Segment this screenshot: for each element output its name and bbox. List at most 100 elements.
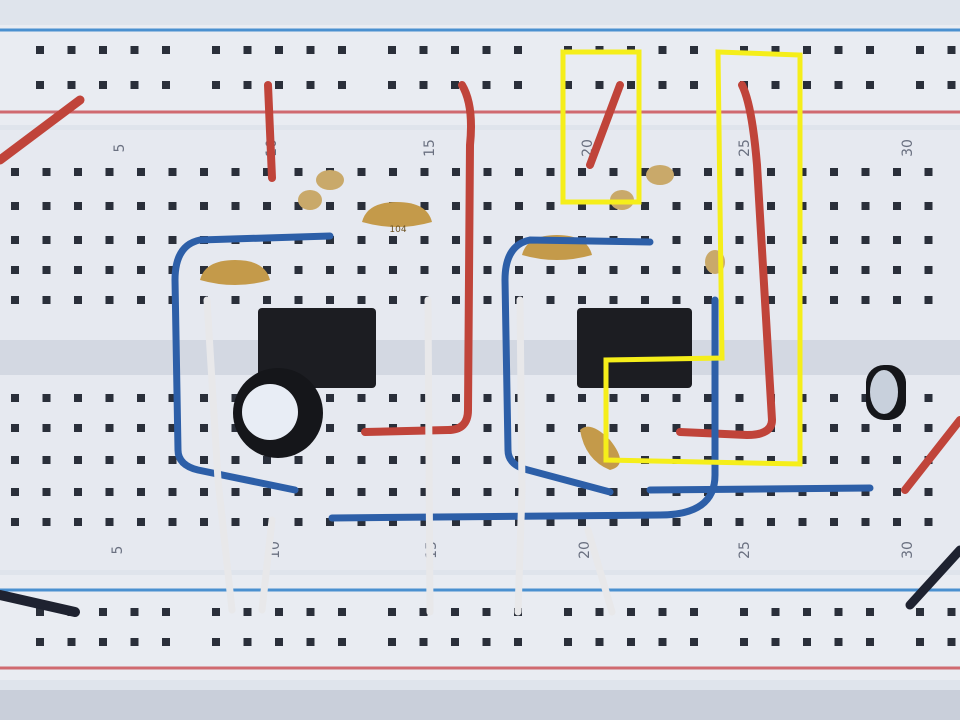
breadboard-hole bbox=[546, 296, 555, 304]
breadboard-hole bbox=[740, 638, 748, 646]
breadboard-hole bbox=[893, 296, 901, 304]
breadboard-hole bbox=[200, 518, 208, 526]
breadboard-hole bbox=[36, 608, 44, 616]
breadboard-hole bbox=[326, 488, 334, 496]
breadboard-hole bbox=[388, 46, 396, 54]
breadboard-hole bbox=[36, 46, 44, 54]
breadboard-hole bbox=[916, 46, 924, 54]
breadboard-hole bbox=[866, 638, 874, 646]
breadboard-hole bbox=[482, 608, 491, 616]
breadboard-hole bbox=[243, 46, 252, 54]
breadboard-hole bbox=[105, 518, 114, 526]
breadboard-hole bbox=[137, 424, 145, 432]
red-wire bbox=[676, 81, 777, 440]
white-wire bbox=[514, 296, 526, 616]
breadboard-hole bbox=[704, 202, 712, 210]
breadboard-hole bbox=[42, 518, 51, 526]
breadboard-hole bbox=[924, 202, 933, 210]
breadboard-hole bbox=[830, 424, 838, 432]
breadboard-hole bbox=[704, 518, 712, 526]
breadboard-hole bbox=[162, 81, 170, 89]
breadboard-hole bbox=[893, 424, 901, 432]
white-wire bbox=[258, 516, 276, 614]
breadboard-hole bbox=[483, 296, 492, 304]
breadboard-hole bbox=[609, 168, 618, 176]
breadboard-hole bbox=[243, 81, 252, 89]
breadboard-hole bbox=[564, 638, 572, 646]
breadboard-hole bbox=[105, 456, 114, 464]
breadboard-hole bbox=[263, 488, 271, 496]
breadboard-hole bbox=[263, 266, 271, 274]
breadboard-hole bbox=[704, 236, 712, 244]
breadboard-hole bbox=[641, 202, 649, 210]
breadboard-hole bbox=[419, 608, 428, 616]
breadboard-hole bbox=[420, 266, 429, 274]
breadboard-hole bbox=[767, 202, 775, 210]
breadboard-hole bbox=[42, 394, 51, 402]
white-wire bbox=[424, 296, 434, 616]
breadboard-hole bbox=[658, 81, 667, 89]
breadboard-hole bbox=[243, 608, 252, 616]
ceramic-capacitor: 104 bbox=[362, 202, 432, 235]
breadboard-hole bbox=[861, 202, 870, 210]
breadboard-hole bbox=[830, 236, 838, 244]
breadboard-hole bbox=[578, 518, 586, 526]
breadboard-hole bbox=[546, 202, 555, 210]
breadboard-hole bbox=[866, 46, 874, 54]
breadboard-hole bbox=[916, 608, 924, 616]
breadboard-hole bbox=[672, 168, 681, 176]
breadboard-hole bbox=[338, 638, 346, 646]
breadboard-hole bbox=[483, 424, 492, 432]
col-number: 25 bbox=[737, 139, 753, 157]
breadboard-hole bbox=[482, 46, 491, 54]
breadboard-hole bbox=[389, 456, 397, 464]
breadboard-hole bbox=[11, 518, 19, 526]
breadboard-hole bbox=[641, 424, 649, 432]
breadboard-hole bbox=[767, 456, 775, 464]
breadboard-hole bbox=[947, 638, 956, 646]
breadboard-hole bbox=[609, 296, 618, 304]
breadboard-hole bbox=[947, 81, 956, 89]
breadboard-hole bbox=[767, 236, 775, 244]
breadboard-hole bbox=[306, 638, 315, 646]
breadboard-hole bbox=[546, 266, 555, 274]
col-number: 15 bbox=[422, 139, 438, 157]
breadboard-hole bbox=[830, 394, 838, 402]
breadboard-hole bbox=[672, 424, 681, 432]
breadboard-hole bbox=[578, 266, 586, 274]
breadboard-hole bbox=[514, 46, 522, 54]
breadboard-hole bbox=[546, 456, 555, 464]
breadboard-hole bbox=[420, 456, 429, 464]
bottom-power-rail bbox=[0, 575, 960, 680]
small-capacitor bbox=[646, 165, 674, 185]
breadboard-hole bbox=[452, 202, 460, 210]
small-capacitor bbox=[298, 190, 322, 210]
breadboard-hole bbox=[866, 81, 874, 89]
breadboard-hole bbox=[452, 456, 460, 464]
red-wire bbox=[0, 95, 85, 165]
breadboard-hole bbox=[420, 236, 429, 244]
breadboard-hole bbox=[861, 296, 870, 304]
breadboard-hole bbox=[735, 266, 744, 274]
breadboard-hole bbox=[99, 608, 107, 616]
breadboard-hole bbox=[452, 488, 460, 496]
breadboard-hole bbox=[294, 518, 303, 526]
breadboard-hole bbox=[690, 81, 698, 89]
breadboard-hole bbox=[105, 168, 114, 176]
breadboard-hole bbox=[420, 394, 429, 402]
breadboard-hole bbox=[771, 608, 780, 616]
breadboard-hole bbox=[105, 202, 114, 210]
breadboard-hole bbox=[893, 202, 901, 210]
breadboard-hole bbox=[658, 46, 667, 54]
breadboard-hole bbox=[130, 81, 139, 89]
breadboard-hole bbox=[546, 518, 555, 526]
breadboard-hole bbox=[357, 202, 366, 210]
breadboard-hole bbox=[389, 168, 397, 176]
breadboard-hole bbox=[947, 608, 956, 616]
breadboard-hole bbox=[200, 394, 208, 402]
breadboard-hole bbox=[137, 236, 145, 244]
breadboard-hole bbox=[740, 608, 748, 616]
breadboard-hole bbox=[641, 488, 649, 496]
breadboard-hole bbox=[200, 488, 208, 496]
breadboard-hole bbox=[771, 638, 780, 646]
